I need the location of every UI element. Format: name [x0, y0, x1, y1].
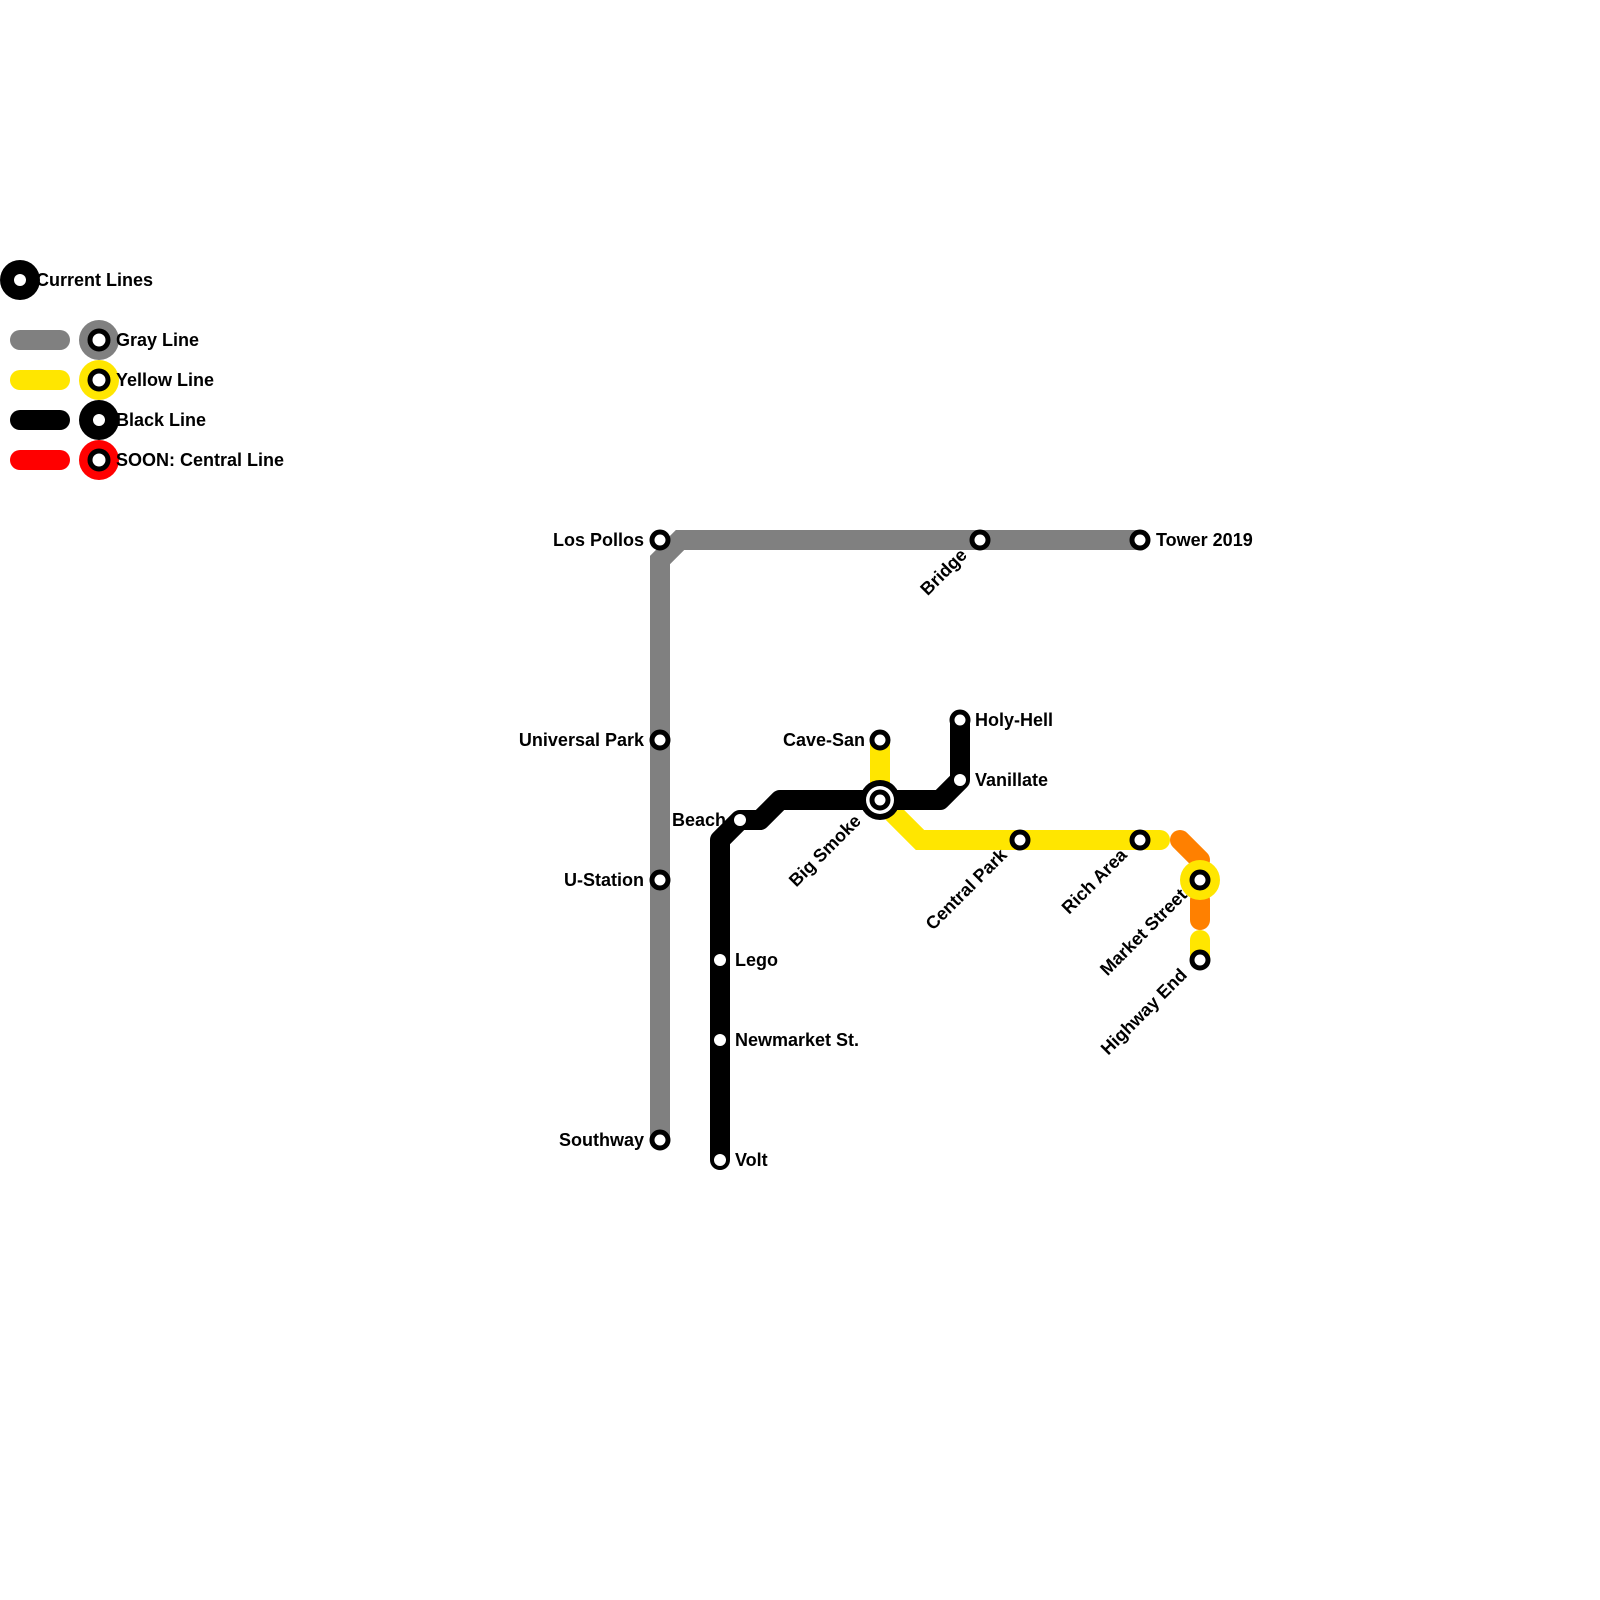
svg-text:Tower 2019: Tower 2019 — [1156, 530, 1253, 550]
legend-gray-label: Gray Line — [116, 330, 199, 350]
svg-text:Highway End: Highway End — [1097, 965, 1191, 1059]
svg-text:Los Pollos: Los Pollos — [553, 530, 644, 550]
station-southway[interactable]: Southway — [559, 1129, 671, 1151]
station-universal-park[interactable]: Universal Park — [519, 729, 671, 751]
svg-text:Beach: Beach — [672, 810, 726, 830]
station-cave-san[interactable]: Cave-San — [783, 729, 891, 751]
legend: Current Lines Gray Line Yellow Line Blac… — [0, 260, 284, 480]
svg-text:Vanillate: Vanillate — [975, 770, 1048, 790]
station-beach[interactable]: Beach — [672, 810, 746, 830]
black-line — [710, 710, 970, 1170]
station-u-station[interactable]: U-Station — [564, 869, 671, 891]
stations: Los Pollos Bridge Tower 2019 Universal P… — [519, 529, 1253, 1170]
svg-text:U-Station: U-Station — [564, 870, 644, 890]
svg-text:Southway: Southway — [559, 1130, 644, 1150]
legend-red-label: SOON: Central Line — [116, 450, 284, 470]
station-holy-hell[interactable]: Holy-Hell — [949, 709, 1053, 731]
legend-yellow-label: Yellow Line — [116, 370, 214, 390]
station-los-pollos[interactable]: Los Pollos — [553, 529, 671, 551]
station-newmarket-st[interactable]: Newmarket St. — [714, 1030, 859, 1050]
svg-text:Lego: Lego — [735, 950, 778, 970]
svg-text:Bridge: Bridge — [916, 545, 970, 599]
station-vanillate[interactable]: Vanillate — [954, 770, 1048, 790]
gray-line — [650, 530, 1140, 1140]
station-lego[interactable]: Lego — [714, 950, 778, 970]
yellow-line — [870, 730, 1170, 850]
station-volt[interactable]: Volt — [714, 1150, 768, 1170]
svg-text:Central Park: Central Park — [922, 844, 1012, 934]
svg-text:Universal Park: Universal Park — [519, 730, 645, 750]
legend-black-label: Black Line — [116, 410, 206, 430]
svg-text:Big Smoke: Big Smoke — [785, 811, 865, 891]
svg-text:Volt: Volt — [735, 1150, 768, 1170]
orange-line-a — [1170, 830, 1210, 870]
svg-text:Cave-San: Cave-San — [783, 730, 865, 750]
svg-text:Rich Area: Rich Area — [1058, 844, 1132, 918]
svg-text:Holy-Hell: Holy-Hell — [975, 710, 1053, 730]
legend-title: Current Lines — [36, 270, 153, 290]
svg-text:Newmarket St.: Newmarket St. — [735, 1030, 859, 1050]
station-tower-2019[interactable]: Tower 2019 — [1129, 529, 1253, 551]
